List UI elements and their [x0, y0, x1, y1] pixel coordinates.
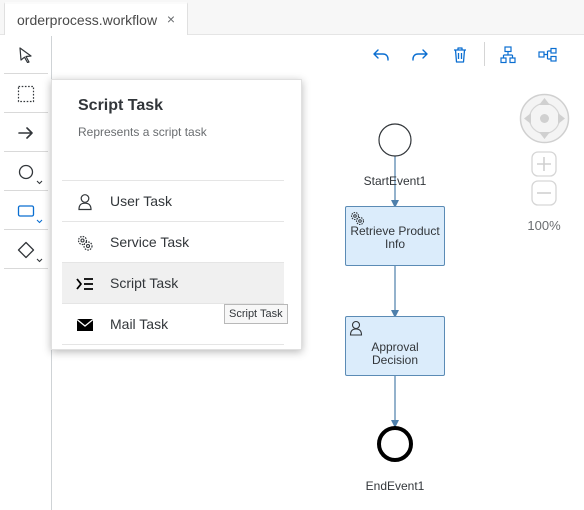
task-retrieve-product-info[interactable]: Retrieve Product Info — [345, 206, 445, 266]
task-approval-decision[interactable]: Approval Decision — [345, 316, 445, 376]
minus-icon — [531, 180, 557, 206]
redo-icon — [412, 49, 428, 61]
end-event[interactable] — [377, 426, 413, 462]
redo-button[interactable] — [409, 44, 431, 66]
delete-button[interactable] — [449, 44, 471, 66]
end-event-label: EndEvent1 — [365, 479, 425, 493]
zoom-level: 100% — [527, 218, 561, 233]
connector-tool-button[interactable] — [4, 114, 48, 152]
task-type-popover: Script Task Represents a script task Use… — [51, 79, 302, 350]
script-icon — [76, 278, 93, 290]
overview-icon — [538, 47, 557, 62]
undo-icon — [373, 49, 389, 61]
marquee-tool-button[interactable] — [4, 75, 48, 113]
task-label: Retrieve Product Info — [350, 224, 440, 251]
start-event-label: StartEvent1 — [363, 174, 427, 188]
chevron-down-icon — [36, 258, 43, 263]
overview-button[interactable] — [537, 44, 559, 66]
task-label: Approval Decision — [371, 340, 419, 367]
circle-icon — [18, 164, 34, 179]
zoom-out-button[interactable] — [531, 180, 557, 206]
arrow-right-icon — [18, 126, 33, 139]
auto-layout-button[interactable] — [497, 44, 519, 66]
menu-item-label: Script Task — [110, 275, 179, 291]
menu-item-script-task[interactable]: Script Task — [62, 262, 284, 303]
menu-item-service-task[interactable]: Service Task — [62, 221, 284, 262]
pan-arrows-icon — [519, 93, 570, 144]
task-tool-button[interactable] — [4, 192, 48, 230]
tab-orderprocess-workflow[interactable]: orderprocess.workflow × — [4, 2, 188, 35]
select-tool-button[interactable] — [4, 36, 48, 74]
event-tool-button[interactable] — [4, 153, 48, 191]
diamond-icon — [17, 241, 35, 258]
popover-subtitle: Represents a script task — [78, 125, 207, 139]
dotted-square-icon — [17, 85, 35, 102]
close-icon[interactable]: × — [166, 11, 176, 27]
gears-icon — [77, 235, 93, 251]
menu-item-label: Service Task — [110, 234, 190, 250]
menu-item-mail-task[interactable]: Mail Task — [62, 303, 284, 344]
tooltip: Script Task — [224, 304, 288, 324]
pan-control[interactable] — [519, 93, 570, 144]
user-icon — [349, 320, 363, 336]
toolbar-separator — [484, 42, 485, 66]
gateway-tool-button[interactable] — [4, 231, 48, 269]
delete-icon — [454, 47, 466, 63]
plus-icon — [531, 151, 557, 177]
start-event[interactable] — [378, 123, 412, 157]
gears-icon — [350, 211, 365, 226]
editor-tab-bar: orderprocess.workflow × — [0, 0, 584, 35]
menu-item-label: User Task — [110, 193, 172, 209]
zoom-in-button[interactable] — [531, 151, 557, 177]
undo-button[interactable] — [370, 44, 392, 66]
user-icon — [78, 194, 92, 211]
auto-layout-icon — [500, 46, 516, 64]
menu-item-label: Mail Task — [110, 316, 169, 332]
chevron-down-icon — [36, 219, 43, 224]
pointer-icon — [19, 46, 32, 63]
popover-divider — [62, 344, 284, 345]
popover-title: Script Task — [78, 97, 164, 114]
menu-item-user-task[interactable]: User Task — [62, 180, 284, 221]
envelope-icon — [76, 318, 94, 331]
chevron-down-icon — [36, 180, 43, 185]
tab-label: orderprocess.workflow — [17, 11, 158, 28]
rectangle-icon — [17, 204, 35, 217]
